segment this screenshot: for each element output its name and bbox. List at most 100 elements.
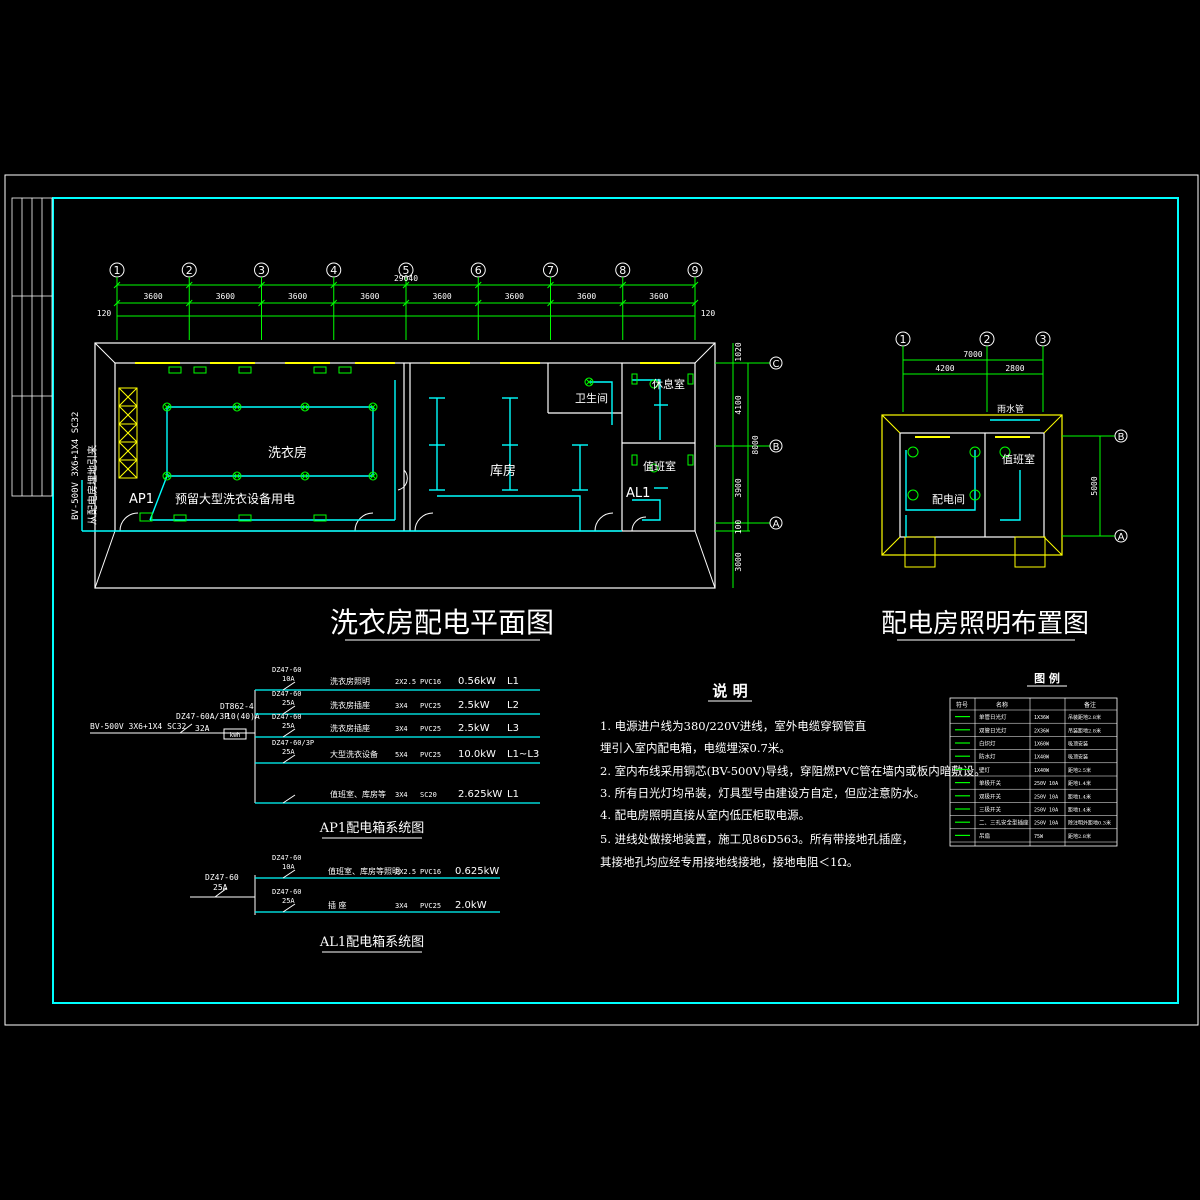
room-storage: 库房 xyxy=(490,463,516,479)
small-bay-1: 4200 xyxy=(935,364,954,373)
legend-note: 吸顶安装 xyxy=(1068,741,1088,748)
axis-label-3: 3 xyxy=(258,264,265,277)
small-row-axis-B xyxy=(1114,429,1128,443)
inner-frame xyxy=(52,197,1179,1004)
al1-circuit-name: 插 座 xyxy=(328,900,347,910)
main-bay-dim: 3600 xyxy=(216,292,235,301)
legend-spec: 250V 10A xyxy=(1034,794,1058,800)
room-rest: 休息室 xyxy=(652,377,685,391)
legend-name: 三极开关 xyxy=(979,806,1002,814)
legend-note: 除注明外距地0.3米 xyxy=(1068,820,1111,827)
legend-note: 吸顶安装 xyxy=(1068,754,1088,761)
ap1-title: AP1配电箱系统图 xyxy=(319,820,424,836)
ap1-circuit-load: 2.5kW xyxy=(458,723,490,734)
lamp-fixture xyxy=(300,402,310,412)
lamp-fixture xyxy=(300,471,310,481)
axis-label-9: 9 xyxy=(692,264,699,277)
main-total-dim: 29040 xyxy=(394,274,418,283)
ap1-circuit-phase: L1~L3 xyxy=(507,749,539,760)
ap1-circuit-name: 大型洗衣设备 xyxy=(330,749,378,759)
revision-strip xyxy=(11,197,53,497)
ap1-circuit-phase: L1 xyxy=(507,676,519,687)
ap1-circuit-pipe: PVC25 xyxy=(420,702,441,710)
main-edge-dim-left: 120 xyxy=(97,309,112,318)
ap1-incoming: BV-500V 3X6+1X4 SC32 xyxy=(90,722,187,731)
room-duty-small: 值班室 xyxy=(1002,452,1035,466)
socket-fixture xyxy=(168,366,182,374)
legend-name: 防水灯 xyxy=(979,753,996,761)
small-axis-label-3: 3 xyxy=(1040,333,1047,346)
main-bay-dim: 3600 xyxy=(649,292,668,301)
legend-header: 名称 xyxy=(996,701,1008,709)
ap1-circuit-phase: L3 xyxy=(507,723,519,734)
socket-fixture xyxy=(173,514,187,522)
legend-name: 单管日光灯 xyxy=(979,713,1007,721)
al1-circuit-load: 2.0kW xyxy=(455,900,487,911)
rdim-2: 4100 xyxy=(734,395,743,414)
lamp-fixture xyxy=(368,471,378,481)
ap1-circuit-load: 2.625kW xyxy=(458,789,502,800)
socket-fixture xyxy=(193,366,207,374)
legend-spec: 250V 10A xyxy=(1034,821,1058,827)
al1-circuit-rating: 10A xyxy=(282,863,295,871)
legend-spec: 1X36W xyxy=(1034,715,1050,721)
ap1-circuit-name: 洗衣房照明 xyxy=(330,676,370,686)
ap1-label: AP1 xyxy=(129,492,154,507)
lamp-fixture xyxy=(232,471,242,481)
room-duty: 值班室 xyxy=(643,459,676,473)
legend-spec: 1X60W xyxy=(1034,742,1050,748)
axis-label-8: 8 xyxy=(619,264,626,277)
small-total-dim: 7000 xyxy=(963,350,982,359)
ap1-circuit-breaker: DZ47-60/3P xyxy=(272,739,314,747)
al1-circuit-breaker: DZ47-60 xyxy=(272,854,302,862)
small-right-dim: 5000 xyxy=(1090,476,1099,495)
rdim-6: 3000 xyxy=(734,552,743,571)
ap1-circuit-cable: 3X4 xyxy=(395,725,408,733)
ap1-circuit-load: 10.0kW xyxy=(458,749,496,760)
ap1-circuit-load: 2.5kW xyxy=(458,700,490,711)
outer-frame xyxy=(4,174,1199,1026)
row-axis-label-B: B xyxy=(773,442,780,453)
ap1-circuit-cable: 2X2.5 xyxy=(395,678,416,686)
ap1-circuit-breaker: DZ47-60 xyxy=(272,666,302,674)
ap1-circuit-pipe: PVC16 xyxy=(420,678,441,686)
legend-name: 双管日光灯 xyxy=(979,726,1007,734)
ap1-circuit-name: 值班室、库房等 xyxy=(330,789,386,799)
legend-note: 距地2.8米 xyxy=(1068,833,1091,840)
main-bay-dim: 3600 xyxy=(143,292,162,301)
legend-spec: 1X40W xyxy=(1034,768,1050,774)
rdim-5: 100 xyxy=(734,520,743,535)
notes-item: 其接地孔均应经专用接地线接地，接地电阻＜1Ω。 xyxy=(600,855,858,869)
shelf-rack xyxy=(118,387,138,479)
legend-spec: 1X40W xyxy=(1034,755,1050,761)
small-row-axis-A xyxy=(1114,529,1128,543)
building-outline xyxy=(94,342,716,589)
lamp-fixture xyxy=(368,402,378,412)
legend-header: 符号 xyxy=(956,701,968,709)
ap1-circuit-pipe: SC20 xyxy=(420,791,437,799)
axis-label-1: 1 xyxy=(114,264,121,277)
main-bay-dim: 3600 xyxy=(577,292,596,301)
ap1-circuit-rating: 25A xyxy=(282,722,295,730)
small-bay-2: 2800 xyxy=(1005,364,1024,373)
ap1-circuit-cable: 5X4 xyxy=(395,751,408,759)
legend-note: 距地2.5米 xyxy=(1068,767,1091,774)
al1-circuit-rating: 25A xyxy=(282,897,295,905)
legend-name: 单极开关 xyxy=(979,779,1002,787)
socket-fixture xyxy=(238,514,252,522)
ap1-circuit-pipe: PVC25 xyxy=(420,725,441,733)
socket-fixture xyxy=(338,366,352,374)
lamp-fixture xyxy=(162,402,172,412)
small-axis-label-2: 2 xyxy=(984,333,991,346)
lamp-fixture xyxy=(162,471,172,481)
row-axis-C xyxy=(769,356,783,370)
small-axis-label-1: 1 xyxy=(900,333,907,346)
legend-note: 吊装距地2.8米 xyxy=(1068,714,1101,721)
reserve-note: 预留大型洗衣设备用电 xyxy=(175,491,295,506)
ap1-circuit-rating: 25A xyxy=(282,748,295,756)
al1-main-rating: 25A xyxy=(213,883,228,892)
notes-item: 2. 室内布线采用铜芯(BV-500V)导线，穿阻燃PVC管在墙内或板内暗敷设。 xyxy=(600,764,986,778)
